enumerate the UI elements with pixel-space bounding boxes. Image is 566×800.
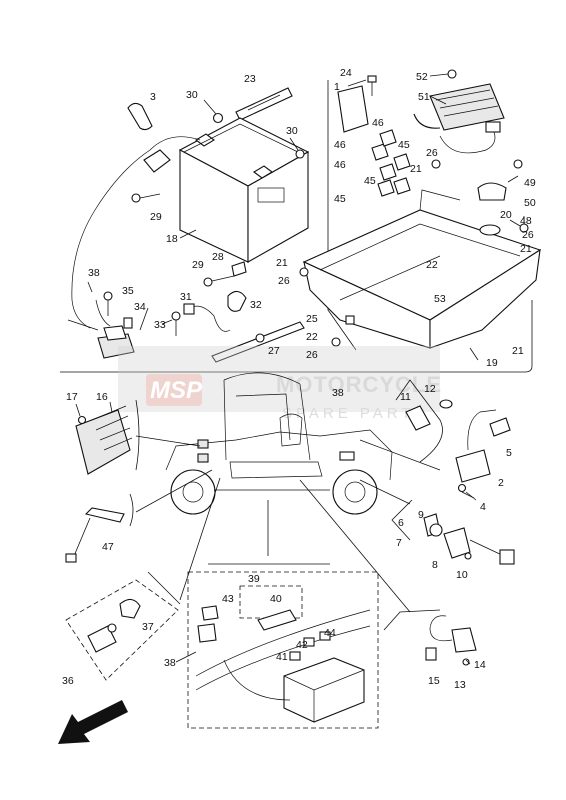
callout-labels: 1 2 3 4 5 6 7 8 9 10 11 12 13 14 15 16 1… xyxy=(62,67,536,691)
front-direction-arrow-icon xyxy=(58,700,128,744)
label-10: 10 xyxy=(456,569,468,581)
label-22a: 22 xyxy=(426,259,438,271)
speed-sensor-assembly xyxy=(359,479,515,565)
label-2: 2 xyxy=(498,477,504,489)
label-3: 3 xyxy=(150,91,156,103)
label-26b: 26 xyxy=(522,229,534,241)
label-25: 25 xyxy=(306,313,318,325)
label-37: 37 xyxy=(142,621,154,633)
label-30b: 30 xyxy=(286,125,298,137)
label-4: 4 xyxy=(480,501,486,513)
label-33: 33 xyxy=(154,319,166,331)
label-46a: 46 xyxy=(372,117,384,129)
crank-position-sensor xyxy=(299,479,477,666)
lean-angle-sensor xyxy=(65,469,213,563)
leader-lines xyxy=(75,73,521,665)
label-22b: 22 xyxy=(306,331,318,343)
harness-detail-box xyxy=(187,500,379,729)
label-46c: 46 xyxy=(334,159,346,171)
label-9: 9 xyxy=(418,509,424,521)
label-45c: 45 xyxy=(334,193,346,205)
label-21d: 21 xyxy=(512,345,524,357)
watermark: MSP MOTORCYCLE SPARE PARTS xyxy=(118,346,441,422)
ecu-unit xyxy=(413,69,505,154)
label-45a: 45 xyxy=(398,139,410,151)
label-47: 47 xyxy=(102,541,114,553)
starter-relay-assembly xyxy=(67,291,135,359)
label-42: 42 xyxy=(296,639,308,651)
label-44: 44 xyxy=(324,627,336,639)
neutral-switch-assembly xyxy=(65,477,221,681)
label-17: 17 xyxy=(66,391,78,403)
label-21a: 21 xyxy=(410,163,422,175)
label-12: 12 xyxy=(424,383,436,395)
label-35: 35 xyxy=(122,285,134,297)
relay-bracket xyxy=(327,75,411,351)
label-21c: 21 xyxy=(520,243,532,255)
top-section-bracket xyxy=(60,300,533,373)
label-49: 49 xyxy=(524,177,536,189)
battery xyxy=(178,117,310,263)
label-24: 24 xyxy=(340,67,352,79)
label-21b: 21 xyxy=(276,257,288,269)
battery-strap xyxy=(235,87,293,121)
label-30a: 30 xyxy=(186,89,198,101)
label-40: 40 xyxy=(270,593,282,605)
label-26d: 26 xyxy=(306,349,318,361)
vehicle-outline xyxy=(165,372,393,515)
watermark-badge: MSP xyxy=(150,377,203,404)
label-31: 31 xyxy=(180,291,192,303)
middle-wiring xyxy=(171,261,305,363)
label-29a: 29 xyxy=(150,211,162,223)
label-26c: 26 xyxy=(278,275,290,287)
battery-tray xyxy=(299,159,542,349)
label-7: 7 xyxy=(396,537,402,549)
label-13: 13 xyxy=(454,679,466,691)
label-18: 18 xyxy=(166,233,178,245)
label-14: 14 xyxy=(474,659,486,671)
label-36: 36 xyxy=(62,675,74,687)
label-28: 28 xyxy=(212,251,224,263)
label-38a: 38 xyxy=(88,267,100,279)
battery-cable-left xyxy=(71,102,201,329)
label-27: 27 xyxy=(268,345,280,357)
label-41: 41 xyxy=(276,651,288,663)
label-29b: 29 xyxy=(192,259,204,271)
label-16: 16 xyxy=(96,391,108,403)
label-38c: 38 xyxy=(164,657,176,669)
ignition-coil-assembly xyxy=(359,379,511,499)
label-20: 20 xyxy=(500,209,512,221)
label-26a: 26 xyxy=(426,147,438,159)
label-5: 5 xyxy=(506,447,512,459)
terminal-bolts xyxy=(203,99,305,159)
label-1: 1 xyxy=(334,81,340,93)
label-6: 6 xyxy=(398,517,404,529)
label-19: 19 xyxy=(486,357,498,369)
label-8: 8 xyxy=(432,559,438,571)
label-43: 43 xyxy=(222,593,234,605)
label-39: 39 xyxy=(248,573,260,585)
label-50: 50 xyxy=(524,197,536,209)
watermark-line2: SPARE PARTS xyxy=(282,405,429,422)
label-15: 15 xyxy=(428,675,440,687)
label-53: 53 xyxy=(434,293,446,305)
label-23: 23 xyxy=(244,73,256,85)
label-46b: 46 xyxy=(334,139,346,151)
label-34: 34 xyxy=(134,301,146,313)
label-48: 48 xyxy=(520,215,532,227)
label-52: 52 xyxy=(416,71,428,83)
label-38b: 38 xyxy=(332,387,344,399)
label-11: 11 xyxy=(400,391,411,403)
label-45b: 45 xyxy=(364,175,376,187)
label-51: 51 xyxy=(418,91,430,103)
label-32: 32 xyxy=(250,299,262,311)
ecm-module xyxy=(75,399,201,475)
